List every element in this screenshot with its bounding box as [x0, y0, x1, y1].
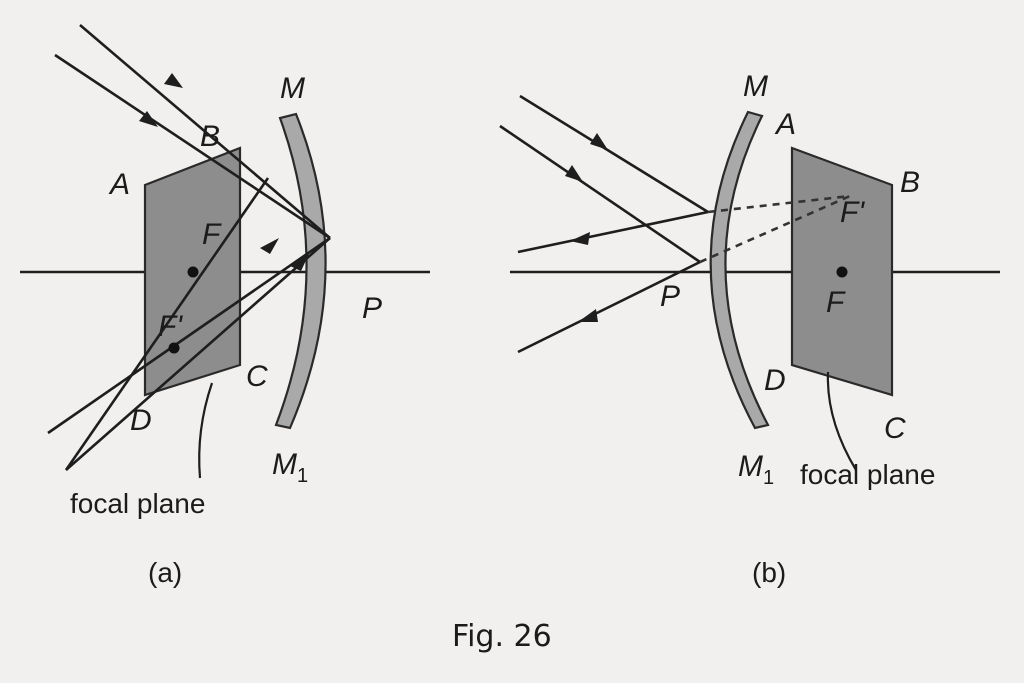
- panel-a: M B A F P F' C D M1 focal plane (a): [20, 24, 430, 588]
- label-corner-d-a: D: [130, 404, 152, 437]
- label-mirror-bottom-a: M1: [272, 448, 308, 487]
- arrow-reflected-2-a: [290, 254, 309, 271]
- label-pole-a: P: [362, 292, 382, 325]
- arrow-incident-upper-a: [164, 73, 183, 88]
- virtual-extension-lower-b: [699, 194, 851, 264]
- reflected-ray-1-a: [47, 236, 331, 435]
- arrow-reflected-upper-b: [570, 232, 590, 245]
- focus-point-a: [187, 266, 199, 278]
- label-mirror-top-a: M: [280, 72, 305, 105]
- caption-focal-plane-b: focal plane: [800, 459, 935, 490]
- label-corner-b-a: B: [200, 120, 220, 153]
- panel-b: M A B F' P F D C M1 focal plane (b): [499, 70, 1000, 588]
- label-corner-b-b: B: [900, 166, 920, 199]
- label-corner-a-b: A: [774, 108, 796, 141]
- arrow-incident-lower-a: [139, 111, 158, 127]
- incident-ray-upper-a: [79, 24, 331, 239]
- label-focus-a: F: [202, 218, 222, 251]
- caption-focal-plane-a: focal plane: [70, 488, 205, 519]
- label-mirror-bottom-b: M1: [738, 450, 774, 489]
- panel-caption-b: (b): [752, 557, 786, 588]
- label-secondary-focus-a: F': [158, 310, 183, 343]
- label-pole-b: P: [660, 280, 680, 313]
- arrow-reflected-1-a: [260, 238, 279, 254]
- incident-ray-lower-a: [54, 53, 331, 240]
- label-secondary-focus-b: F': [840, 196, 865, 229]
- arrow-reflected-lower-b: [578, 309, 598, 322]
- reflected-ray-3-a: [64, 177, 270, 471]
- label-focus-b: F: [826, 286, 846, 319]
- incident-ray-lower-b: [499, 124, 701, 264]
- label-corner-d-b: D: [764, 364, 786, 397]
- reflected-ray-lower-b: [517, 260, 701, 354]
- concave-mirror-a: [274, 112, 327, 430]
- secondary-focus-point-a: [168, 342, 180, 354]
- reflected-ray-2-a: [65, 237, 331, 471]
- arrow-incident-lower-b: [565, 165, 583, 182]
- label-corner-c-b: C: [884, 412, 906, 445]
- reflected-ray-upper-b: [517, 210, 709, 254]
- label-corner-c-a: C: [246, 360, 268, 393]
- incident-ray-upper-b: [519, 94, 709, 214]
- arrow-incident-upper-b: [590, 133, 608, 150]
- focal-plane-leader-a: [198, 382, 214, 479]
- panel-caption-a: (a): [148, 557, 182, 588]
- convex-mirror-b: [709, 110, 770, 430]
- label-corner-a-a: A: [108, 168, 130, 201]
- focal-plane-leader-b: [826, 371, 857, 471]
- figure-caption: Fig. 26: [452, 619, 552, 654]
- label-mirror-top-b: M: [743, 70, 768, 103]
- virtual-extension-upper-b: [707, 194, 851, 214]
- focus-point-b: [836, 266, 848, 278]
